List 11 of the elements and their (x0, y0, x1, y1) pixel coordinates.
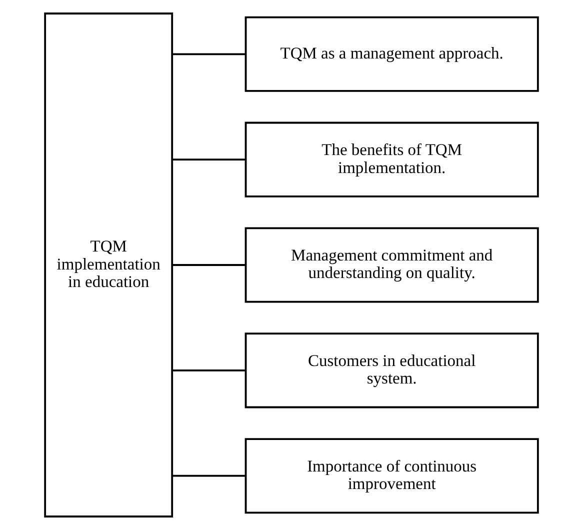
connector (172, 158, 246, 161)
node-box: The benefits of TQM implementation. (244, 122, 539, 198)
node-box: Management commitment and understanding on quality. (244, 227, 539, 303)
connector (172, 474, 246, 477)
connector (172, 369, 246, 372)
node-box: TQM implementation in education (44, 12, 174, 518)
connector (172, 264, 246, 266)
node-box: Customers in educational system. (244, 332, 539, 408)
node-box: TQM as a management approach. (244, 16, 539, 92)
connector (172, 53, 246, 56)
node-box: Importance of continuous improvement (244, 438, 539, 514)
